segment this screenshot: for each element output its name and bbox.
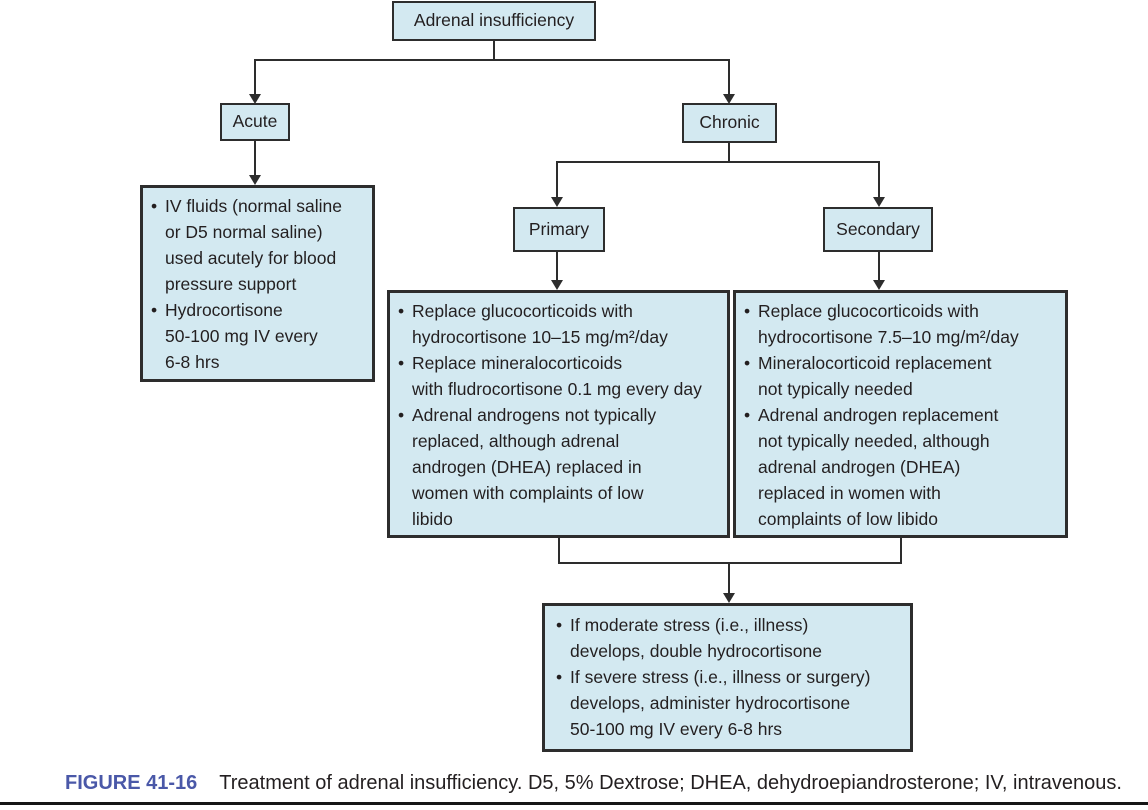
figure-caption-text: Treatment of adrenal insufficiency. D5, … (219, 772, 1122, 794)
acute-treatment-box: IV fluids (normal saline or D5 normal sa… (140, 185, 375, 382)
connector-line (558, 538, 560, 564)
node-label: Primary (528, 218, 590, 239)
connector-line (556, 252, 558, 282)
connector-line (556, 161, 880, 163)
node-label: Secondary (836, 218, 920, 239)
list-item: IV fluids (normal saline or D5 normal sa… (150, 193, 368, 297)
list-item: Replace glucocorticoids with hydrocortis… (397, 298, 723, 350)
list-item: Replace mineralocorticoids with fludroco… (397, 350, 723, 402)
node-label: Chronic (699, 112, 760, 133)
arrow-down-icon (249, 175, 261, 185)
arrow-down-icon (873, 197, 885, 207)
bullet-list: Replace glucocorticoids with hydrocortis… (743, 298, 1061, 532)
connector-line (558, 562, 902, 564)
bullet-list: Replace glucocorticoids with hydrocortis… (397, 298, 723, 532)
arrow-down-icon (551, 197, 563, 207)
connector-line (254, 59, 730, 61)
list-item: Hydrocortisone 50-100 mg IV every 6-8 hr… (150, 297, 368, 375)
arrow-down-icon (873, 280, 885, 290)
node-label: Acute (232, 111, 278, 132)
secondary-treatment-box: Replace glucocorticoids with hydrocortis… (733, 290, 1068, 538)
connector-line (728, 143, 730, 163)
list-item: Mineralocorticoid replacement not typica… (743, 350, 1061, 402)
list-item: If moderate stress (i.e., illness) devel… (555, 612, 906, 664)
connector-line (493, 40, 495, 60)
node-acute: Acute (220, 103, 290, 141)
node-secondary: Secondary (823, 207, 933, 252)
connector-line (556, 161, 558, 198)
primary-treatment-box: Replace glucocorticoids with hydrocortis… (387, 290, 730, 538)
connector-line (900, 538, 902, 564)
arrow-down-icon (723, 94, 735, 104)
figure-label: FIGURE 41-16 (65, 772, 198, 794)
bullet-list: IV fluids (normal saline or D5 normal sa… (150, 193, 368, 375)
node-adrenal-insufficiency: Adrenal insufficiency (392, 1, 596, 41)
arrow-down-icon (551, 280, 563, 290)
list-item: Adrenal androgens not typically replaced… (397, 402, 723, 532)
connector-line (254, 59, 256, 96)
page-divider (0, 802, 1148, 805)
connector-line (878, 161, 880, 198)
figure-caption: FIGURE 41-16 Treatment of adrenal insuffi… (65, 770, 1145, 796)
connector-line (728, 562, 730, 594)
connector-line (878, 252, 880, 282)
node-chronic: Chronic (682, 103, 777, 143)
stress-dosing-box: If moderate stress (i.e., illness) devel… (542, 603, 913, 752)
arrow-down-icon (249, 94, 261, 104)
connector-line (728, 59, 730, 96)
list-item: Adrenal androgen replacement not typical… (743, 402, 1061, 532)
arrow-down-icon (723, 593, 735, 603)
node-primary: Primary (513, 207, 605, 252)
list-item: If severe stress (i.e., illness or surge… (555, 664, 906, 742)
node-label: Adrenal insufficiency (413, 10, 575, 31)
list-item: Replace glucocorticoids with hydrocortis… (743, 298, 1061, 350)
bullet-list: If moderate stress (i.e., illness) devel… (555, 612, 906, 742)
connector-line (254, 141, 256, 177)
